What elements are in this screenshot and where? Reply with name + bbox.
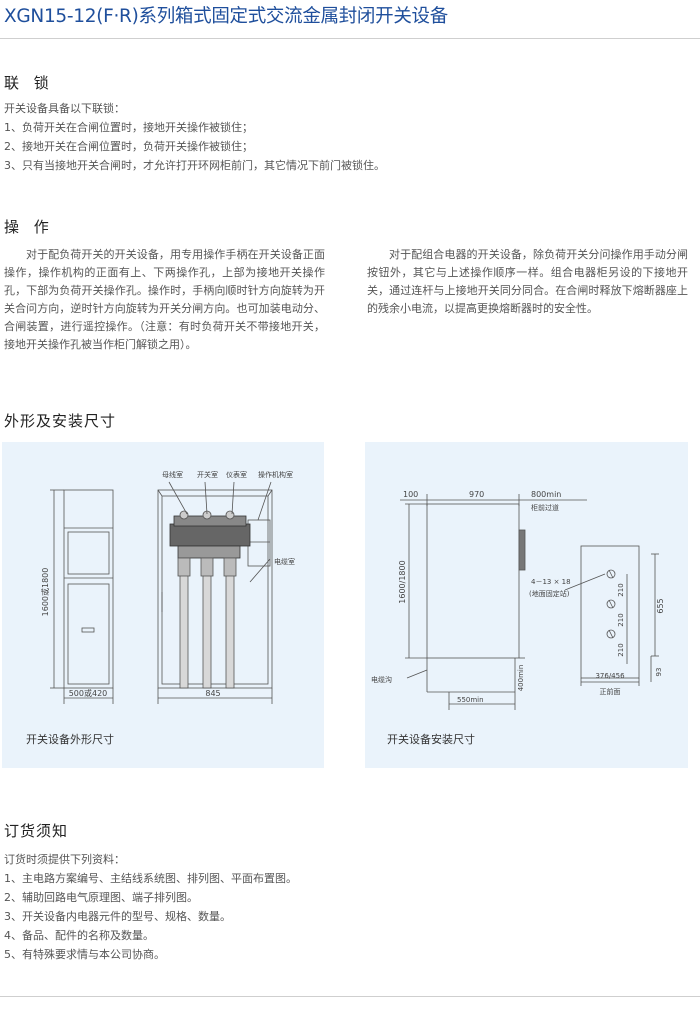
fig2-front: 正前面: [600, 687, 621, 696]
fig2-dim-100: 100: [403, 490, 418, 499]
ordering-item: 2、辅助回路电气原理图、端子排列图。: [4, 891, 198, 904]
dimensions-heading: 外形及安装尺寸: [4, 412, 117, 430]
fig1-mechanism-room: 操作机构室: [258, 470, 293, 479]
ordering-item: 4、备品、配件的名称及数量。: [4, 929, 154, 942]
page-title: XGN15-12(F·R)系列箱式固定式交流金属封闭开关设备: [4, 6, 448, 27]
fig2-cable-trench: 电缆沟: [371, 675, 392, 684]
fig1-instrument-room: 仪表室: [226, 470, 247, 479]
ordering-item: 3、开关设备内电器元件的型号、规格、数量。: [4, 910, 231, 923]
ordering-item: 1、主电路方案编号、主结线系统图、排列图、平面布置图。: [4, 872, 297, 885]
operation-right-paragraph: 对于配组合电器的开关设备，除负荷开关分问操作用手动分闸按钮外，其它与上述操作顺序…: [367, 248, 688, 315]
fig2-dim-970: 970: [469, 490, 484, 499]
operation-heading: 操 作: [4, 218, 54, 236]
installation-drawing: 100 970 800min 柜前过道 1600/1800 电缆沟 550min…: [371, 490, 665, 710]
fig1-depth-label: 845: [205, 689, 220, 698]
fig2-height: 1600/1800: [398, 560, 407, 603]
outline-drawing: 1600或1800 500或420 845 母线室 开关室 仪表室 操作机构室 …: [40, 470, 295, 704]
fig1-front-width-label: 500或420: [69, 688, 108, 698]
ordering-list: 订货时须提供下列资料： 1、主电路方案编号、主结线系统图、排列图、平面布置图。 …: [4, 850, 297, 964]
ordering-intro: 订货时须提供下列资料：: [4, 853, 125, 866]
ordering-heading: 订货须知: [4, 822, 69, 840]
fig1-switch-room: 开关室: [197, 470, 218, 479]
outline-figure-panel: 1600或1800 500或420 845 母线室 开关室 仪表室 操作机构室 …: [2, 442, 324, 768]
fig2-dim-210-c: 210: [617, 643, 625, 656]
interlock-item: 3、只有当接地开关合闸时，才允许打开环网柜前门，其它情况下前门被锁住。: [4, 159, 385, 172]
footer-divider: [0, 996, 700, 997]
header-divider: [0, 38, 700, 39]
interlock-intro: 开关设备具备以下联锁：: [4, 102, 125, 115]
interlock-heading: 联 锁: [4, 74, 54, 92]
fig2-holes: 4－13 × 18: [531, 578, 571, 586]
ordering-item: 5、有特殊要求情与本公司协商。: [4, 948, 165, 961]
outline-figure-caption: 开关设备外形尺寸: [26, 733, 114, 746]
interlock-item: 2、接地开关在合闸位置时，负荷开关操作被锁住；: [4, 140, 253, 153]
fig2-dim-400min: 400min: [517, 665, 525, 692]
fig2-fixing-point: (地面固定站): [529, 589, 570, 598]
fig2-dim-210-a: 210: [617, 583, 625, 596]
fig1-busbar-room: 母线室: [162, 470, 183, 479]
interlock-list: 开关设备具备以下联锁： 1、负荷开关在合闸位置时，接地开关操作被锁住； 2、接地…: [4, 99, 385, 175]
fig2-dim-93: 93: [655, 668, 663, 677]
installation-figure-panel: 100 970 800min 柜前过道 1600/1800 电缆沟 550min…: [365, 442, 688, 768]
interlock-item: 1、负荷开关在合闸位置时，接地开关操作被锁住；: [4, 121, 253, 134]
fig2-dim-800min: 800min: [531, 490, 561, 499]
fig2-dim-376-456: 376/456: [595, 672, 625, 680]
operation-left-paragraph: 对于配负荷开关的开关设备，用专用操作手柄在开关设备正面操作，操作机构的正面有上、…: [4, 248, 325, 351]
fig1-height-label: 1600或1800: [40, 568, 50, 617]
installation-figure-caption: 开关设备安装尺寸: [387, 733, 475, 746]
fig1-cable-room: 电缆室: [274, 557, 295, 566]
fig2-dim-550min: 550min: [457, 696, 484, 704]
fig2-dim-655: 655: [656, 598, 665, 613]
fig2-rear-passage: 柜前过道: [531, 503, 559, 512]
fig2-dim-210-b: 210: [617, 613, 625, 626]
